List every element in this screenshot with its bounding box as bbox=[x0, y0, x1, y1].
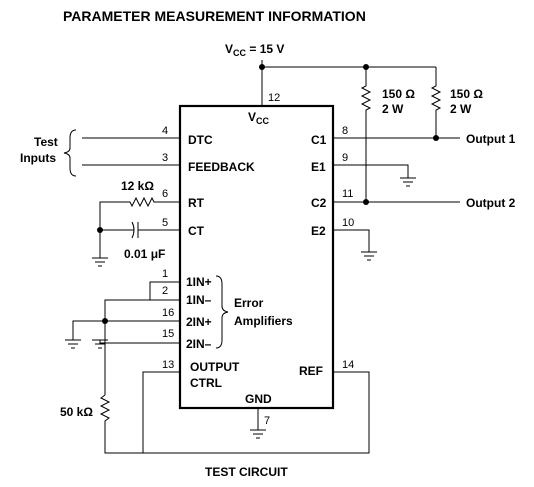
pin9-wire bbox=[333, 164, 409, 178]
pin-dtc-label: DTC bbox=[188, 133, 213, 147]
pin-gnd-label: GND bbox=[245, 392, 272, 406]
pot-resistor bbox=[99, 394, 143, 454]
load1-value: 150 Ω bbox=[450, 87, 483, 101]
c1-node bbox=[433, 135, 439, 141]
rt-resistor-value: 12 kΩ bbox=[121, 179, 154, 193]
pot-value: 50 kΩ bbox=[60, 405, 93, 419]
pin-feedback-label: FEEDBACK bbox=[188, 160, 255, 174]
pin-e2-label: E2 bbox=[311, 224, 326, 238]
ground-symbol-pin15 bbox=[92, 339, 108, 349]
vcc-node bbox=[259, 64, 265, 70]
pin-ctrl-label: CTRL bbox=[190, 376, 222, 390]
pin-8-number: 8 bbox=[342, 125, 348, 137]
ic-body bbox=[178, 104, 335, 410]
pin-rt-label: RT bbox=[188, 196, 205, 210]
load-resistor-1 bbox=[430, 67, 442, 138]
error-amp-label-1: Error bbox=[234, 296, 264, 310]
test-circuit-caption: TEST CIRCUIT bbox=[205, 465, 288, 479]
pin-9-number: 9 bbox=[342, 152, 348, 164]
error-amplifiers-brace bbox=[215, 275, 229, 349]
ic-vcc-label: VCC bbox=[248, 110, 270, 126]
pin10-wire bbox=[333, 229, 370, 252]
ct-capacitor-plate2 bbox=[131, 221, 135, 239]
rt-resistor bbox=[99, 196, 180, 258]
ground-symbol-2in bbox=[65, 339, 81, 349]
pin-7-number: 7 bbox=[264, 415, 270, 427]
ground-symbol-rtct bbox=[92, 257, 108, 267]
pin-2in-minus-label: 2IN– bbox=[186, 337, 212, 351]
pin-12-number: 12 bbox=[268, 92, 280, 104]
pin-1-number: 1 bbox=[162, 268, 168, 280]
pot-top-wire bbox=[104, 299, 150, 395]
ground-symbol-e2 bbox=[361, 251, 377, 261]
pin-14-number: 14 bbox=[342, 359, 354, 371]
rt-ct-node bbox=[97, 227, 103, 233]
ground-symbol-e1 bbox=[400, 177, 416, 187]
ref-output-ctrl-loop bbox=[142, 371, 370, 454]
load-resistor-2 bbox=[360, 67, 372, 202]
ct-capacitor-value: 0.01 μF bbox=[124, 247, 165, 261]
pin-10-number: 10 bbox=[342, 217, 354, 229]
load2-value: 150 Ω bbox=[382, 87, 415, 101]
pin-6-number: 6 bbox=[162, 188, 168, 200]
pin-ct-label: CT bbox=[188, 224, 205, 238]
pin16-node bbox=[102, 318, 108, 324]
test-inputs-brace bbox=[63, 129, 77, 177]
pin-ref-label: REF bbox=[299, 364, 323, 378]
pin15-wire bbox=[99, 340, 180, 344]
pin16-wire bbox=[72, 320, 180, 340]
c2-node bbox=[363, 199, 369, 205]
pin-4-number: 4 bbox=[162, 125, 168, 137]
load1-power: 2 W bbox=[450, 102, 472, 116]
pin-15-number: 15 bbox=[162, 328, 174, 340]
load2-power: 2 W bbox=[382, 102, 404, 116]
ground-symbol-gnd bbox=[250, 429, 266, 439]
error-amp-label-2: Amplifiers bbox=[234, 314, 293, 328]
pin-11-number: 11 bbox=[342, 188, 353, 200]
vcc-supply-label: VCC = 15 V bbox=[225, 42, 284, 58]
pin-c1-label: C1 bbox=[311, 133, 327, 147]
pin-2-number: 2 bbox=[162, 285, 168, 297]
pin-1in-minus-label: 1IN– bbox=[186, 293, 212, 307]
page-title: PARAMETER MEASUREMENT INFORMATION bbox=[63, 8, 366, 24]
pin-13-number: 13 bbox=[162, 359, 174, 371]
pin-1in-plus-label: 1IN+ bbox=[186, 275, 212, 289]
pin-3-number: 3 bbox=[162, 152, 168, 164]
pin-16-number: 16 bbox=[162, 307, 174, 319]
pin-2in-plus-label: 2IN+ bbox=[186, 315, 212, 329]
pin-5-number: 5 bbox=[162, 217, 168, 229]
test-inputs-label-2: Inputs bbox=[20, 151, 56, 165]
pin-e1-label: E1 bbox=[311, 160, 326, 174]
pin-output-label: OUTPUT bbox=[190, 360, 240, 374]
pin1-pin2-wire bbox=[149, 281, 180, 301]
output1-label: Output 1 bbox=[466, 132, 516, 146]
output2-label: Output 2 bbox=[466, 196, 516, 210]
pin-c2-label: C2 bbox=[311, 196, 327, 210]
test-inputs-label-1: Test bbox=[34, 135, 58, 149]
